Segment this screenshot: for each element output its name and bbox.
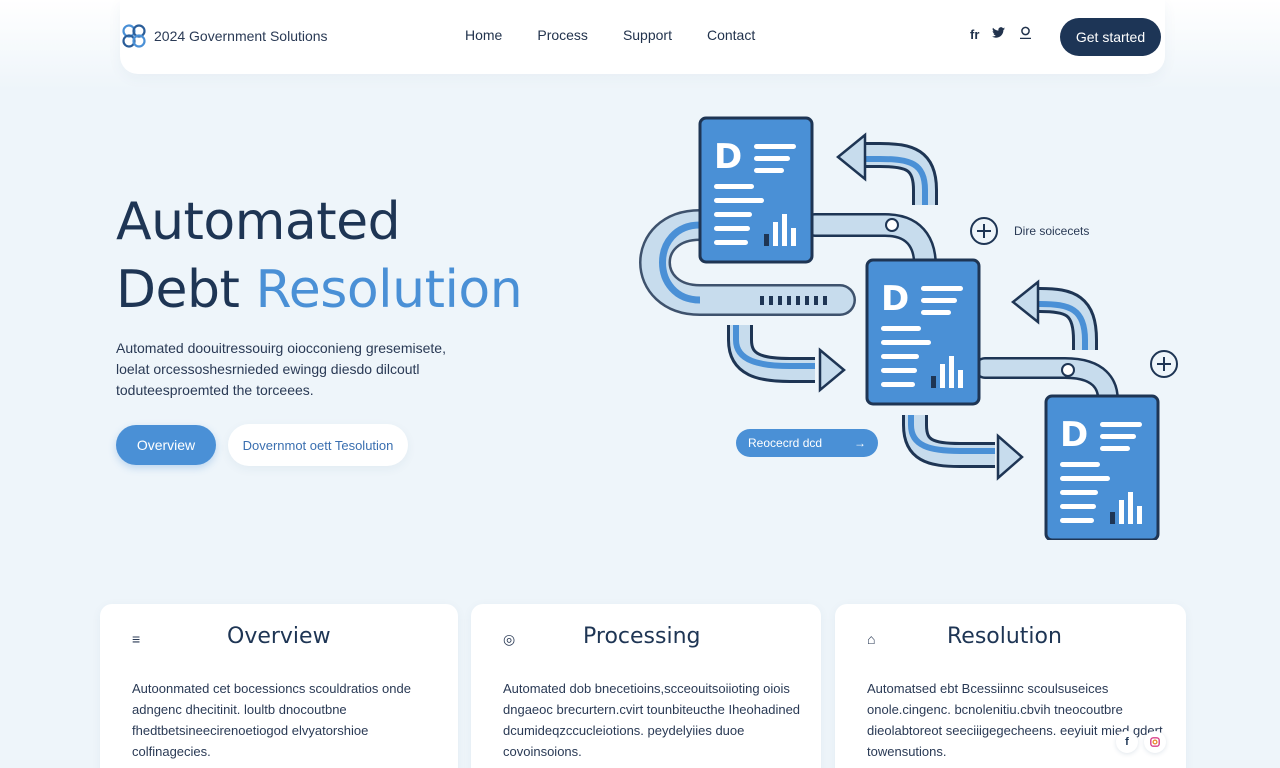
link-icon: ◎ [503,631,516,647]
card-resolution[interactable]: ⌂ Resolution Automatsed ebt Bcessiinnc s… [835,604,1186,768]
menu-icon: ≡ [132,631,141,647]
nav-links: Home Process Support Contact [465,27,790,43]
lock-icon: ⌂ [867,631,876,647]
overview-button[interactable]: Overview [116,425,216,465]
document-2 [865,258,981,406]
nav-support[interactable]: Support [622,27,672,43]
document-3 [1044,394,1160,540]
nav-social: fr [970,26,1045,42]
card-title: Resolution [947,624,1062,649]
plus-icon-1 [970,217,998,245]
hero-title-line2: Debt Resolution [116,260,523,320]
brand-name: 2024 Government Solutions [154,28,328,44]
arrow-top [836,132,938,205]
document-1 [698,116,814,264]
nav-home[interactable]: Home [465,27,503,43]
card-text: Autoonmated cet bocessioncs scouldratios… [132,681,411,759]
card-processing[interactable]: ◎ Processing Automated dob bnecetioins,s… [471,604,821,768]
arrow-mid-left [727,325,846,393]
twitter-icon[interactable] [992,26,1006,42]
arrow-right-icon: → [854,436,866,450]
nav-process[interactable]: Process [537,27,588,43]
hero-description: Automated doouitressouirg oiocconieng gr… [116,340,446,398]
card-title: Processing [583,624,701,649]
facebook-icon[interactable]: f [1116,731,1138,753]
debt-flow-illustration: D [639,116,1178,540]
hero-title-line1: Automated [116,192,401,252]
record-pill-button[interactable]: Reocecrd dcd → [736,429,878,457]
instagram-icon[interactable] [1144,731,1166,753]
facebook-icon[interactable]: fr [970,26,980,42]
resolution-button[interactable]: Dovernmot oett Tesolution [228,424,408,466]
record-pill-label: Reocecrd dcd [748,436,823,450]
side-note: Dire soicecets [1014,224,1090,238]
arrow-bottom [902,415,1024,481]
brand-logo[interactable]: 2024 Government Solutions [120,22,328,50]
nav-contact[interactable]: Contact [706,27,756,43]
arrow-mid-right [1010,279,1098,350]
hero-title: Automated Debt Resolution [116,188,523,324]
card-overview[interactable]: ≡ Overview Autoonmated cet bocessioncs s… [100,604,458,768]
card-text: Automated dob bnecetioins,scceouitsoiiot… [503,681,801,759]
hero-title-accent: Resolution [255,260,523,320]
plus-icon-2 [1150,350,1178,378]
top-nav: 2024 Government Solutions Home Process S… [120,0,1165,74]
knot-logo-icon [122,24,146,48]
user-icon[interactable] [1019,26,1032,42]
get-started-button[interactable]: Get started [1060,18,1161,56]
card-title: Overview [227,624,331,649]
card-text: Automatsed ebt Bcessiinnc scoulsuseices … [867,681,1163,759]
